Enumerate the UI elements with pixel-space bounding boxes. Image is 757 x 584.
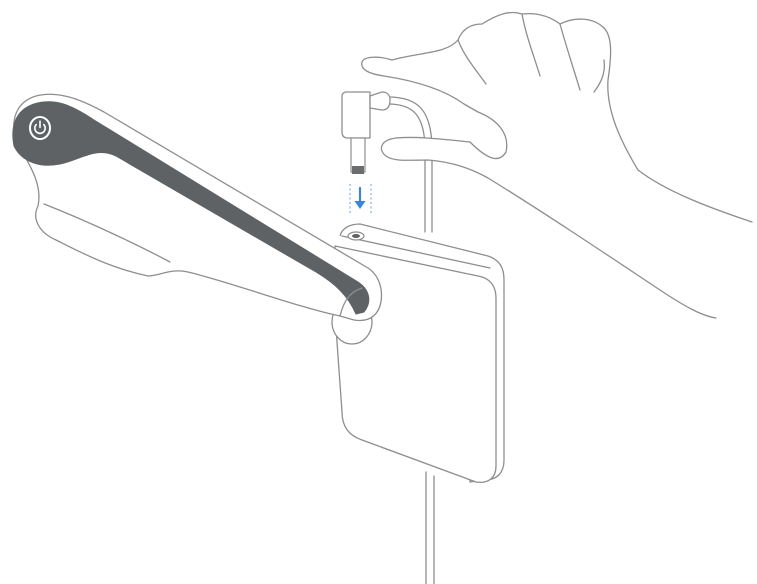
insertion-guide <box>350 184 371 214</box>
arrow-down-icon <box>355 188 366 209</box>
plug-tip <box>352 166 364 174</box>
dc-plug <box>342 92 390 174</box>
adapter-cable-bottom <box>426 472 434 584</box>
handheld-device <box>13 94 382 320</box>
power-button <box>30 117 50 139</box>
plug-cable <box>388 97 432 232</box>
dc-socket <box>348 232 364 240</box>
